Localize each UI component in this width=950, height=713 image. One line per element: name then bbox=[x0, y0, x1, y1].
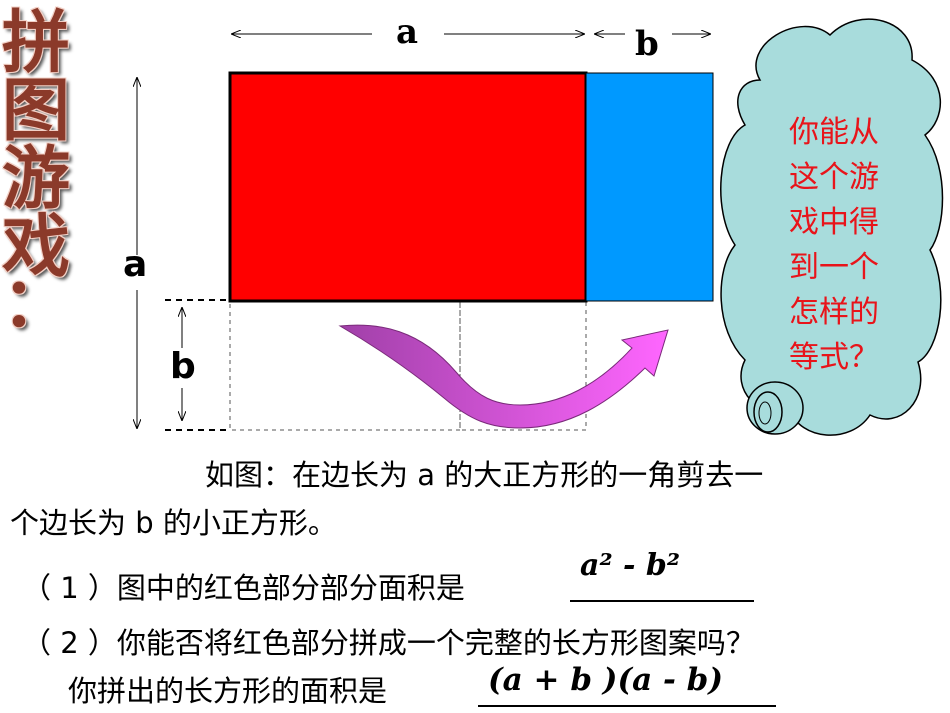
title-char-2: 图 bbox=[2, 72, 71, 151]
q1-underline bbox=[570, 600, 754, 602]
cloud-line-5: 怎样的 bbox=[789, 295, 879, 330]
top-label-a: a bbox=[396, 12, 419, 52]
cloud-line-3: 戏中得 bbox=[789, 205, 879, 240]
intro-line-1: 如图：在边长为 a 的大正方形的一角剪去一 bbox=[205, 458, 764, 492]
side-label-b: b bbox=[170, 346, 196, 387]
cloud-line-4: 到一个 bbox=[789, 250, 879, 285]
cloud-question: 你能从 这个游 戏中得 到一个 怎样的 等式？ bbox=[764, 110, 904, 380]
title-char-4: 戏 bbox=[2, 208, 71, 287]
q2-underline bbox=[478, 705, 776, 707]
title-char-5: ： bbox=[2, 264, 71, 343]
red-rectangle bbox=[228, 71, 588, 303]
cloud-line-6: 等式？ bbox=[789, 340, 879, 375]
cloud-callout bbox=[720, 18, 944, 436]
intro-line-2: 个边长为 b 的小正方形。 bbox=[10, 506, 337, 540]
cloud-line-2: 这个游 bbox=[789, 160, 879, 195]
q2-answer: (a + b )(a - b) bbox=[488, 662, 723, 698]
title-char-3: 游 bbox=[2, 140, 71, 219]
side-label-a: a bbox=[123, 244, 148, 285]
question-2: （ 2 ）你能否将红色部分拼成一个完整的长方形图案吗？ bbox=[22, 626, 755, 660]
transform-arrow bbox=[338, 324, 669, 429]
question-2-sub: 你拼出的长方形的面积是 bbox=[68, 674, 388, 708]
question-1: （ 1 ）图中的红色部分部分面积是 bbox=[22, 571, 465, 605]
blue-rectangle bbox=[585, 72, 714, 302]
title-char-1: 拼 bbox=[2, 4, 71, 83]
top-label-b: b bbox=[635, 24, 659, 64]
q1-answer: a² - b² bbox=[580, 548, 681, 583]
cloud-line-1: 你能从 bbox=[789, 115, 879, 150]
